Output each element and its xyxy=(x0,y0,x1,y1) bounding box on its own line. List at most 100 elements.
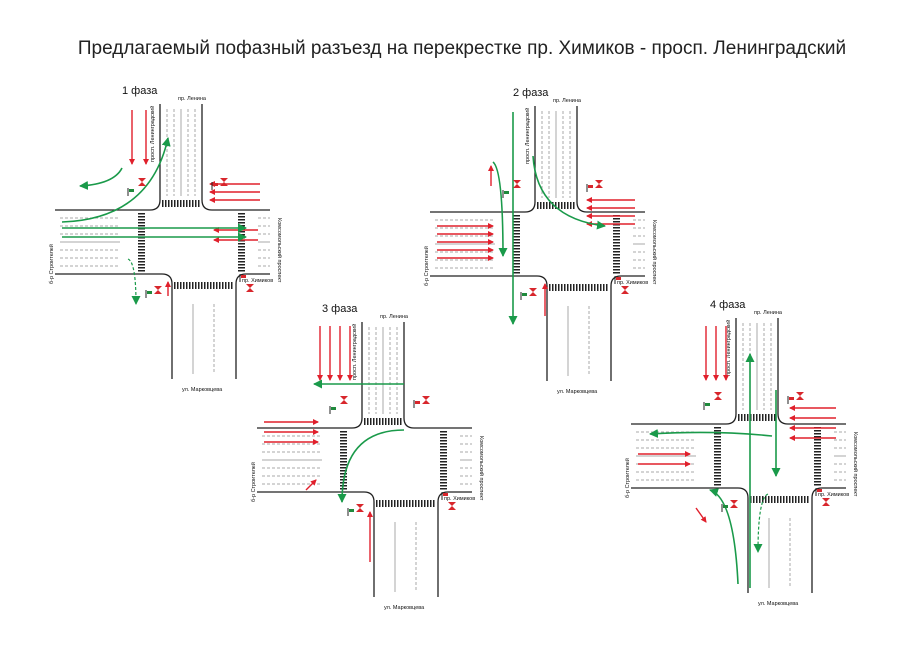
crosswalk-stripe xyxy=(403,500,405,507)
crosswalk-stripe xyxy=(440,482,447,484)
crosswalk-stripe xyxy=(714,427,721,429)
crosswalk-stripe xyxy=(165,200,167,207)
signal-head xyxy=(796,392,804,396)
crosswalk-stripe xyxy=(513,269,520,271)
crosswalk-stripe xyxy=(440,479,447,481)
crosswalk-stripe xyxy=(594,284,596,291)
crosswalk-stripe xyxy=(613,263,620,265)
crosswalk-stripe xyxy=(204,282,206,289)
crosswalk-stripe xyxy=(225,282,227,289)
crosswalk-stripe xyxy=(238,213,245,215)
crosswalk-stripe xyxy=(613,266,620,268)
street-label-komsomolsky: Комсомольский проспект xyxy=(651,220,658,285)
crosswalk-stripe xyxy=(714,466,721,468)
crosswalk-stripe xyxy=(714,433,721,435)
crosswalk-stripe xyxy=(792,496,794,503)
crosswalk-stripe xyxy=(613,254,620,256)
crosswalk-stripe xyxy=(714,448,721,450)
crosswalk-stripe xyxy=(765,496,767,503)
crosswalk-stripe xyxy=(540,202,542,209)
traffic-light xyxy=(138,178,146,186)
crosswalk-stripe xyxy=(412,500,414,507)
crosswalk-stripe xyxy=(613,245,620,247)
go-arrow-dashed xyxy=(753,493,769,553)
crosswalk-stripe xyxy=(180,200,182,207)
crosswalk-stripe xyxy=(814,448,821,450)
crosswalk-stripe xyxy=(138,270,145,272)
crosswalk-stripe xyxy=(440,446,447,448)
crosswalk-stripe xyxy=(138,225,145,227)
pedestrian-signal xyxy=(614,276,621,284)
phase-label: 4 фаза xyxy=(710,299,746,311)
crosswalk-stripe xyxy=(741,414,743,421)
crosswalk-stripe xyxy=(222,282,224,289)
crosswalk-stripe xyxy=(340,467,347,469)
pedestrian-signal xyxy=(211,182,218,190)
signal-lamp xyxy=(129,189,134,192)
signal-lamp xyxy=(817,489,822,492)
traffic-light xyxy=(220,178,228,186)
crosswalk-stripe xyxy=(385,500,387,507)
crosswalk-stripe xyxy=(391,418,393,425)
signal-head xyxy=(220,178,228,182)
signal-lamp xyxy=(213,183,218,186)
signal-head xyxy=(822,502,830,506)
crosswalk-stripe xyxy=(171,200,173,207)
signal-lamp xyxy=(789,397,794,400)
crosswalk-stripe xyxy=(433,500,435,507)
crosswalk-stripe xyxy=(613,272,620,274)
crosswalk-stripe xyxy=(391,500,393,507)
crosswalk-stripe xyxy=(546,202,548,209)
crosswalk-stripe xyxy=(513,221,520,223)
crosswalk-stripe xyxy=(613,239,620,241)
crosswalk-stripe xyxy=(714,472,721,474)
street-label-stroiteley: б-р Строителей xyxy=(250,462,257,502)
crosswalk-stripe xyxy=(340,443,347,445)
crosswalk-stripe xyxy=(238,255,245,257)
crosswalk-stripe xyxy=(756,496,758,503)
crosswalk-stripe xyxy=(440,476,447,478)
crosswalk-stripe xyxy=(238,243,245,245)
crosswalk-stripe xyxy=(513,218,520,220)
crosswalk-stripe xyxy=(198,200,200,207)
crosswalk-stripe xyxy=(714,451,721,453)
road-edge xyxy=(437,491,472,597)
pedestrian-signal xyxy=(586,184,593,192)
signal-head xyxy=(714,392,722,396)
crosswalk-stripe xyxy=(138,258,145,260)
crosswalk-stripe xyxy=(814,472,821,474)
crosswalk-stripe xyxy=(340,476,347,478)
road-edge xyxy=(55,273,173,379)
crosswalk-stripe xyxy=(513,224,520,226)
crosswalk-stripe xyxy=(714,475,721,477)
pedestrian-signal xyxy=(413,400,420,408)
crosswalk-stripe xyxy=(714,454,721,456)
crosswalk-stripe xyxy=(814,451,821,453)
crosswalk-stripe xyxy=(440,470,447,472)
crosswalk-stripe xyxy=(400,500,402,507)
signal-head xyxy=(138,182,146,186)
signal-head xyxy=(422,396,430,400)
street-label-khimikov: пр. Химиков xyxy=(818,492,849,498)
road-edge xyxy=(257,491,375,597)
stop-arrow xyxy=(695,507,707,523)
crosswalk-stripe xyxy=(238,234,245,236)
crosswalk-stripe xyxy=(762,414,764,421)
street-label-markovtseva: ул. Марковцева xyxy=(557,389,598,395)
traffic-light xyxy=(796,392,804,400)
crosswalk-stripe xyxy=(567,284,569,291)
crosswalk-stripe xyxy=(138,246,145,248)
road-edge xyxy=(403,322,472,429)
crosswalk-stripe xyxy=(367,418,369,425)
pedestrian-signal xyxy=(145,290,152,298)
street-label-lenina: пр. Ленина xyxy=(754,310,783,316)
crosswalk-stripe xyxy=(783,496,785,503)
crosswalk-stripe xyxy=(340,464,347,466)
signal-head xyxy=(246,288,254,292)
crosswalk-stripe xyxy=(192,282,194,289)
phase-label: 2 фаза xyxy=(513,87,549,99)
phase-label: 1 фаза xyxy=(122,85,158,97)
crosswalk-stripe xyxy=(195,282,197,289)
signal-head xyxy=(422,400,430,404)
